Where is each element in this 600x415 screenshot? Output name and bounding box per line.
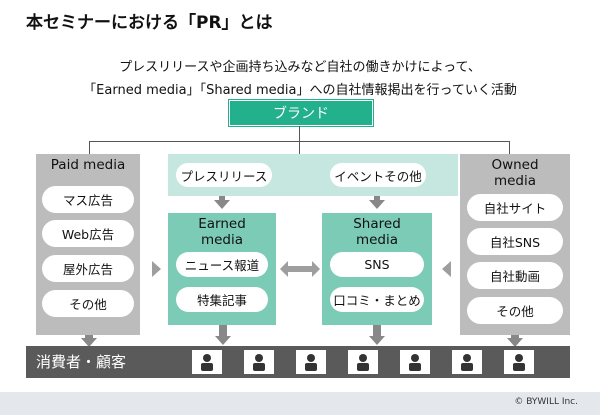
user-icon [400,350,430,374]
arrow-icon [152,261,161,277]
earned-media-title-2: media [200,232,244,248]
connector-owned [509,141,510,154]
brand-connector-vertical [299,126,300,141]
arrow-icon [373,325,381,338]
earned-media-title-1: Earned [198,216,246,232]
arrow-icon [81,338,97,347]
shared-item: 口コミ・まとめ [330,287,424,312]
arrow-icon [219,325,227,338]
owned-item: その他 [467,297,563,324]
arrow-icon [85,335,93,339]
owned-item: 自社サイト [467,194,563,221]
double-arrow-icon [280,261,320,277]
page-title: 本セミナーにおける「PR」とは [26,13,273,33]
shared-media-title-1: Shared [353,216,401,232]
shared-item: SNS [330,252,424,277]
owned-media-title-2: media [493,173,537,189]
event-pill: イベントその他 [330,163,426,187]
arrow-icon [369,336,385,345]
copyright: © BYWILL Inc. [514,397,578,407]
user-icon [296,350,326,374]
earned-item: 特集記事 [176,287,268,312]
subtitle-line-2: 「Earned media」「Shared media」への自社情報掲出を行って… [83,83,517,98]
user-icon [452,350,482,374]
arrow-icon [215,336,231,345]
user-icon [504,350,534,374]
earned-item: ニュース報道 [176,252,268,277]
arrow-icon [511,335,519,339]
arrow-icon [369,200,385,209]
owned-item: 自社SNS [467,228,563,255]
arrow-icon [442,261,451,277]
shared-media-title-2: media [355,232,399,248]
paid-item: マス広告 [42,186,134,213]
arrow-icon [214,200,230,209]
arrow-icon [219,196,225,200]
press-release-pill: プレスリリース [176,163,272,187]
paid-item: Web広告 [42,220,134,247]
consumer-label: 消費者・顧客 [36,353,127,371]
paid-item: その他 [42,290,134,317]
connector-paid [89,141,90,154]
connector-center [299,141,300,154]
owned-media-title-1: Owned [491,157,539,173]
user-icon [348,350,378,374]
paid-item: 屋外広告 [42,255,134,282]
user-icon [192,350,222,374]
arrow-icon [374,196,380,200]
paid-media-title: Paid media [50,157,126,173]
owned-item: 自社動画 [467,262,563,289]
arrow-icon [507,338,523,347]
subtitle-line-1: プレスリリースや企画持ち込みなど自社の働きかけによって、 [119,60,481,75]
footer-bar [0,392,600,415]
user-icon [244,350,274,374]
brand-box: ブランド [229,100,373,126]
